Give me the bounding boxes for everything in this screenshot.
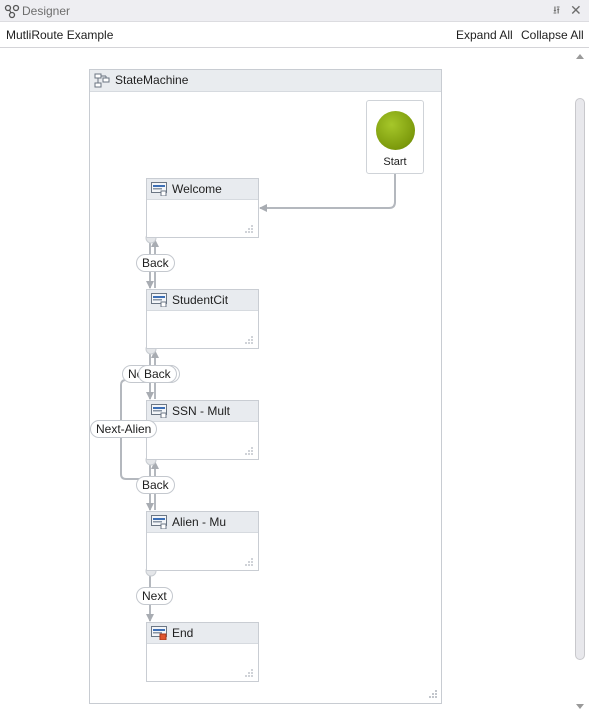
window-title: Designer: [22, 4, 71, 18]
transition-label-back[interactable]: Back: [136, 476, 175, 494]
resize-grip-icon[interactable]: [428, 689, 438, 699]
close-icon[interactable]: ✕: [570, 2, 582, 18]
start-label: Start: [383, 156, 407, 168]
expand-all-link[interactable]: Expand All: [456, 28, 513, 42]
collapse-all-link[interactable]: Collapse All: [521, 28, 584, 42]
state-header: StudentCit: [147, 290, 258, 311]
vertical-scrollbar[interactable]: [571, 48, 589, 720]
transition-label-back[interactable]: Back: [136, 254, 175, 272]
state-header: SSN - Mult: [147, 401, 258, 422]
start-node[interactable]: Start: [366, 100, 424, 174]
start-transition-line: [259, 174, 396, 212]
resize-grip-icon[interactable]: [244, 447, 254, 455]
designer-title-bar: Designer ⭿ ✕: [0, 0, 589, 22]
state-machine-title: StateMachine: [115, 73, 189, 87]
state-header: Alien - Mu: [147, 512, 258, 533]
designer-header: MutliRoute Example Expand All Collapse A…: [0, 22, 589, 48]
state-ssn[interactable]: SSN - Mult: [146, 400, 259, 460]
state-icon: [151, 182, 167, 196]
state-header: Welcome: [147, 179, 258, 200]
pin-icon[interactable]: ⭿: [553, 5, 561, 17]
resize-grip-icon[interactable]: [244, 558, 254, 566]
transition-label-next[interactable]: Next: [136, 587, 173, 605]
scroll-up-arrow-icon[interactable]: [576, 54, 584, 59]
transition-label-next-alien[interactable]: Next-Alien: [90, 420, 158, 438]
state-label: Alien - Mu: [172, 515, 227, 529]
scroll-down-arrow-icon[interactable]: [576, 704, 584, 709]
resize-grip-icon[interactable]: [244, 225, 254, 233]
state-label: Welcome: [172, 182, 222, 196]
start-circle-icon: [376, 111, 415, 150]
scrollbar-thumb[interactable]: [575, 98, 585, 660]
state-label: End: [172, 626, 194, 640]
breadcrumb[interactable]: MutliRoute Example: [6, 28, 114, 42]
final-state-icon: [151, 626, 167, 640]
state-label: SSN - Mult: [172, 404, 231, 418]
state-icon: [151, 293, 167, 307]
resize-grip-icon[interactable]: [244, 669, 254, 677]
state-machine-header[interactable]: StateMachine: [90, 70, 441, 92]
state-alien[interactable]: Alien - Mu: [146, 511, 259, 571]
state-header: End: [147, 623, 258, 644]
state-label: StudentCit: [172, 293, 229, 307]
designer-icon: [4, 4, 20, 19]
resize-grip-icon[interactable]: [244, 336, 254, 344]
state-machine-icon: [94, 73, 110, 88]
state-icon: [151, 515, 167, 529]
transition-label-back[interactable]: Back: [138, 365, 177, 383]
state-welcome[interactable]: Welcome: [146, 178, 259, 238]
state-studentcit[interactable]: StudentCit: [146, 289, 259, 349]
state-end[interactable]: End: [146, 622, 259, 682]
state-icon: [151, 404, 167, 418]
